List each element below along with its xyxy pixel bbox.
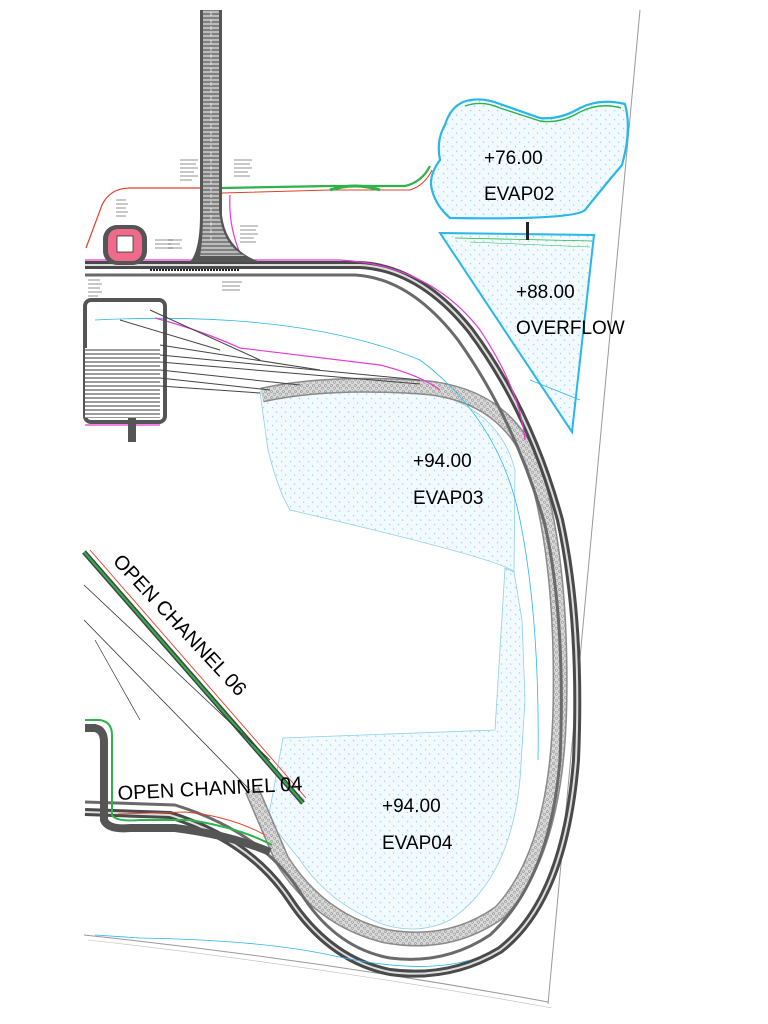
property-line: [85, 194, 526, 441]
evap04-name: EVAP04: [382, 833, 453, 854]
evap02-elevation: +76.00: [484, 148, 543, 169]
open-channel-06-label: OPEN CHANNEL 06: [108, 550, 250, 700]
pump-building: [103, 225, 147, 265]
spillway-structure: [526, 222, 529, 240]
evap04-pond: [267, 567, 526, 930]
pipeline-to-evap02: [85, 165, 433, 249]
overflow-elevation: +88.00: [516, 282, 575, 303]
overflow-pond: [438, 222, 596, 435]
label-evap03: +94.00 EVAP03: [413, 451, 483, 509]
evap04-elevation: +94.00: [382, 796, 441, 817]
access-road-north: [190, 10, 260, 262]
conveyor-lines: [119, 309, 421, 394]
label-overflow: +88.00 OVERFLOW: [516, 282, 625, 339]
open-channel-06: [82, 549, 307, 805]
processing-area: [83, 298, 167, 442]
main-haul-road: [84, 261, 582, 978]
evap03-elevation: +94.00: [413, 451, 472, 472]
evap02-name: EVAP02: [484, 184, 554, 205]
evap02-pond: [429, 98, 629, 220]
drainage-lines: [94, 317, 581, 967]
annotation-marks: [88, 159, 258, 297]
label-evap04: +94.00 EVAP04: [382, 796, 453, 854]
label-evap02: +76.00 EVAP02: [484, 148, 554, 205]
evap03-name: EVAP03: [413, 488, 483, 509]
overflow-name: OVERFLOW: [516, 318, 625, 339]
open-channel-04: [85, 719, 273, 856]
